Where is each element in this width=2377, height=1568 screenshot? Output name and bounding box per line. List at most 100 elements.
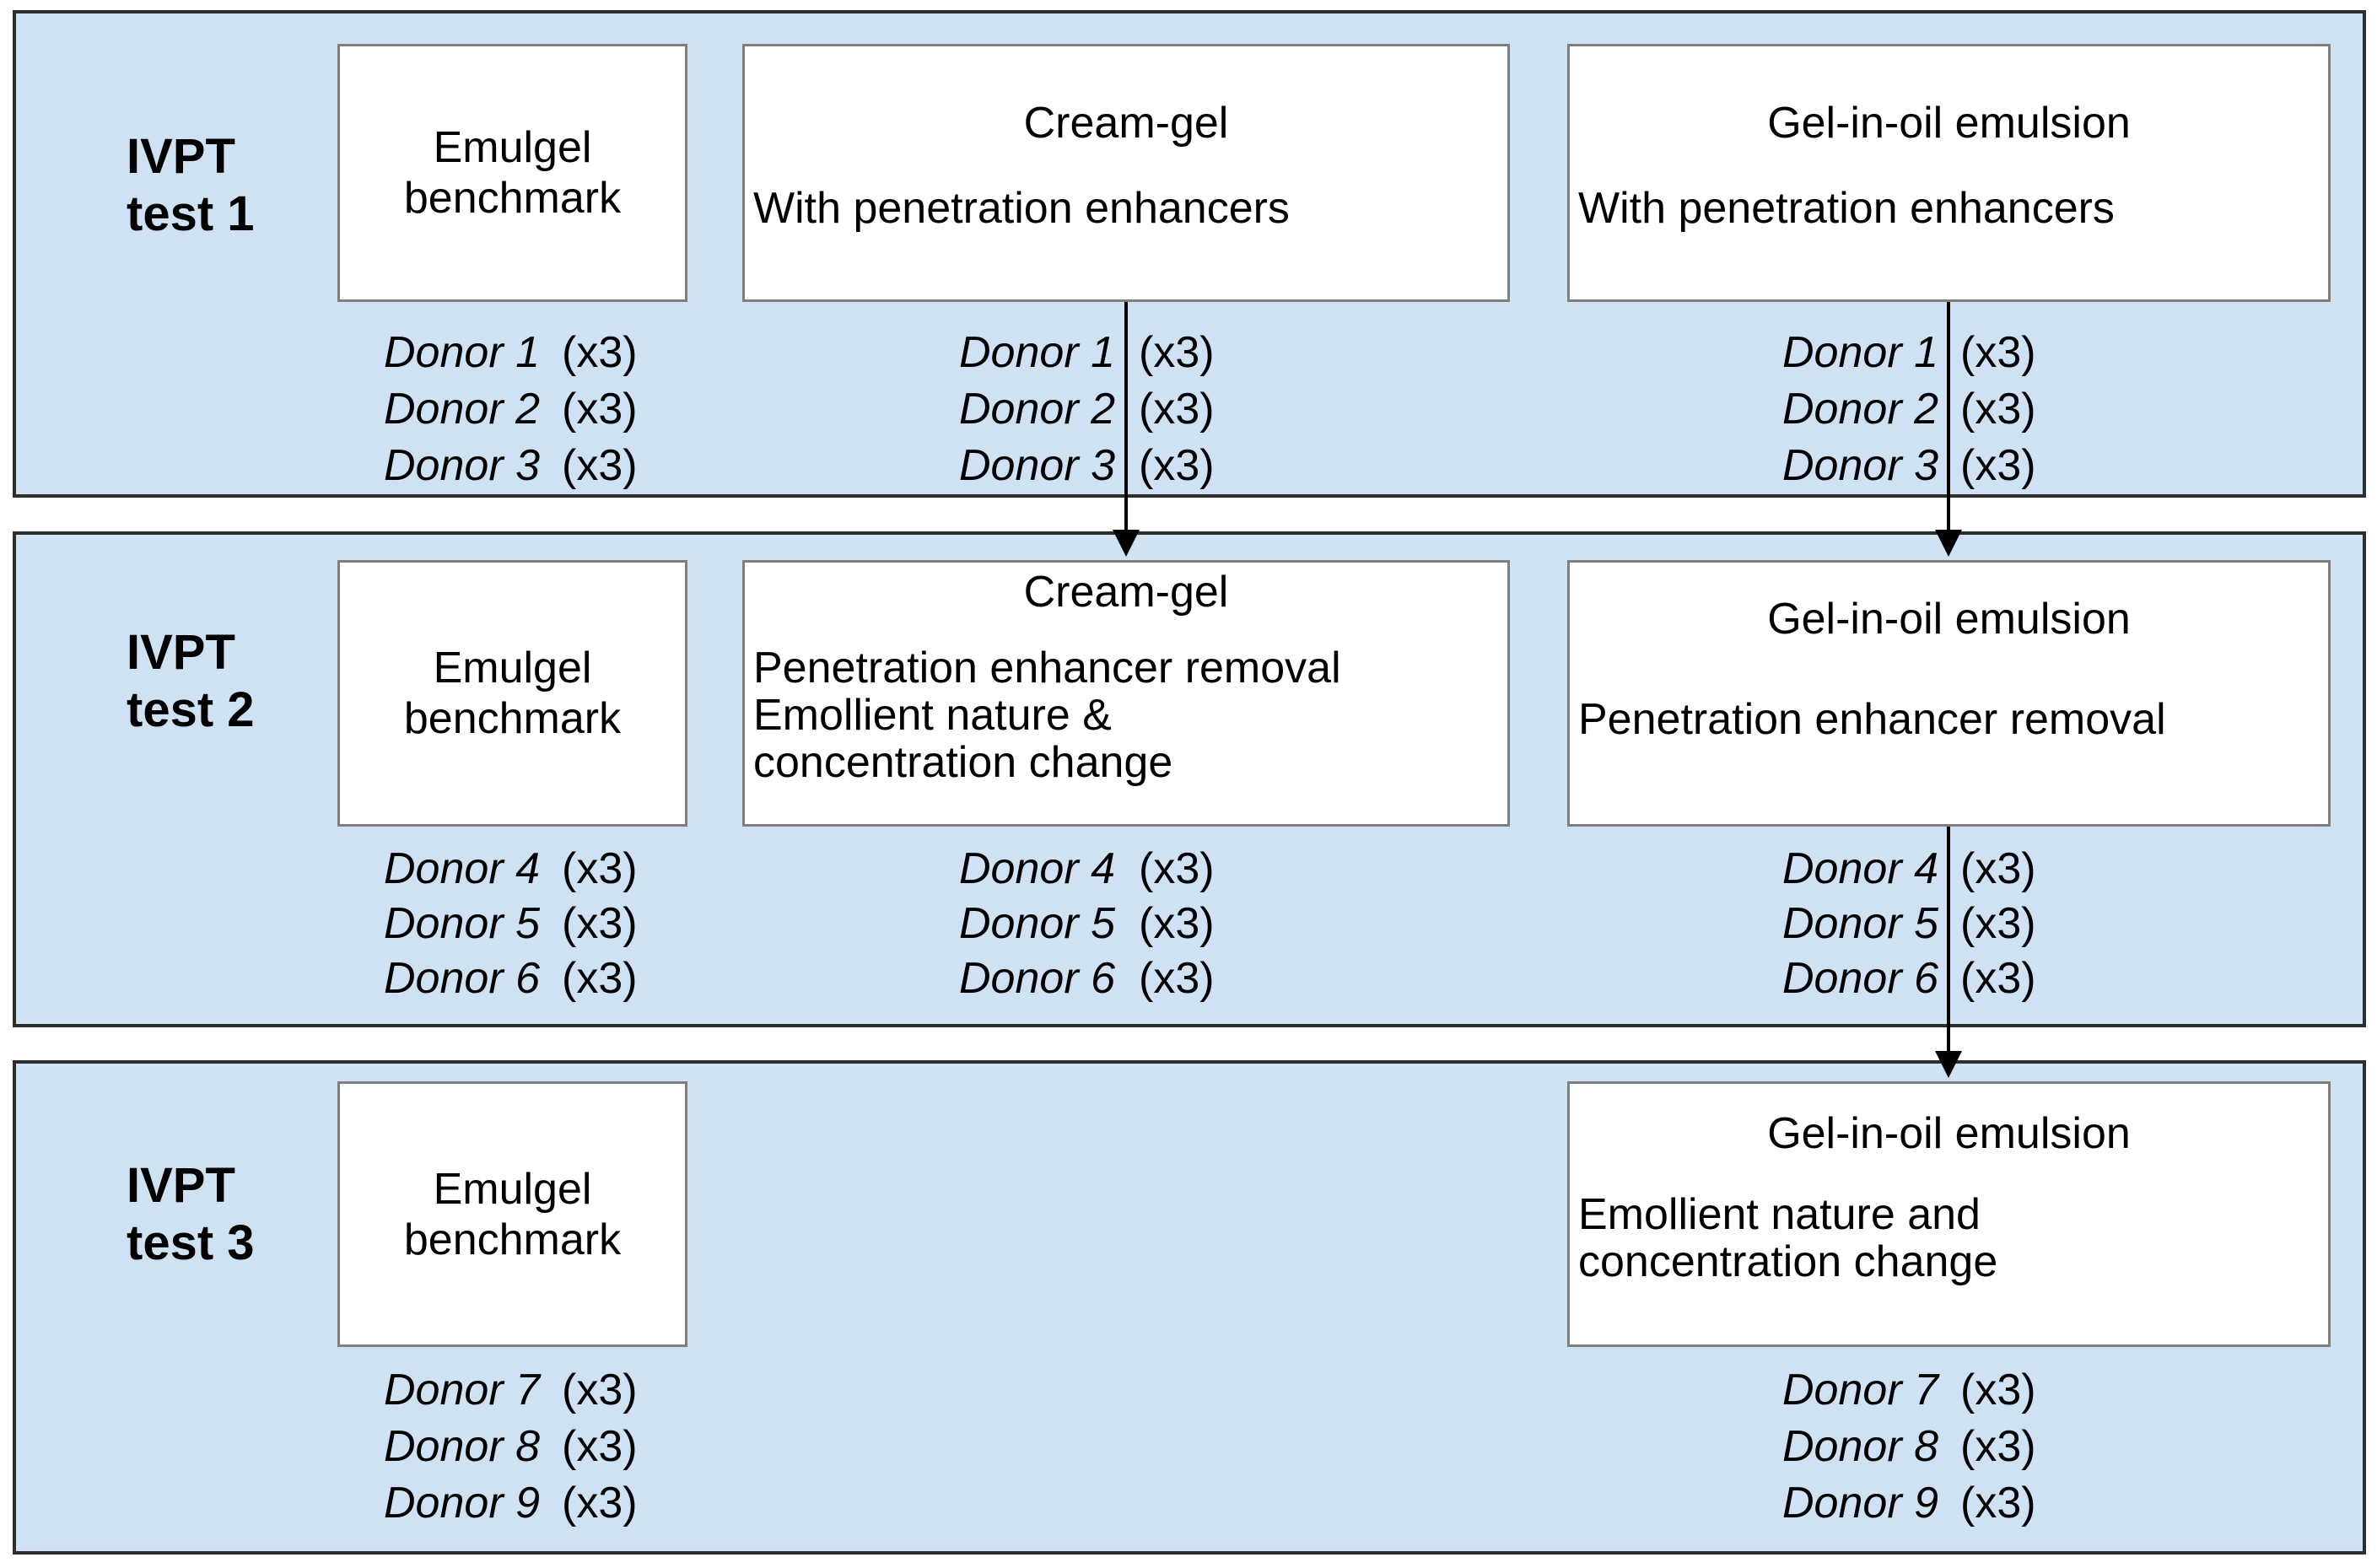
- donor-list-item: Donor 4 (x3): [253, 842, 638, 897]
- donor-replicates: (x3): [562, 385, 638, 434]
- donor-name: Donor 6: [959, 954, 1115, 1003]
- gel-in-oil-test2-desc: Penetration enhancer removal: [1578, 695, 2166, 744]
- arrow-down-icon: [1935, 1051, 1962, 1078]
- donor-list-item: Donor 8 (x3): [1649, 1419, 2036, 1475]
- donor-replicates: (x3): [1960, 1422, 2036, 1471]
- gel-in-oil-test1-desc: With penetration enhancers: [1578, 184, 2115, 233]
- donor-name: Donor 8: [384, 1422, 540, 1471]
- donor-list-test3-emulgel: Donor 7 (x3) Donor 8 (x3) Donor 9 (x3): [253, 1362, 638, 1532]
- cream-gel-test2-title: Cream-gel: [1023, 568, 1229, 617]
- box-emulgel-benchmark-test1: Emulgel benchmark: [337, 44, 687, 302]
- emulgel-test1-line2: benchmark: [403, 174, 622, 223]
- box-gel-in-oil-test3: Gel-in-oil emulsion Emollient nature and…: [1567, 1081, 2331, 1347]
- donor-replicates: (x3): [1139, 385, 1215, 434]
- donor-replicates: (x3): [562, 328, 638, 377]
- donor-list-item: Donor 8 (x3): [253, 1419, 638, 1475]
- donor-list-item: Donor 6(x3): [827, 951, 1215, 1006]
- donor-name: Donor 1: [959, 328, 1115, 377]
- donor-list-test1-cream-gel: Donor 1(x3) Donor 2 (x3) Donor 3 (x3): [827, 325, 1215, 494]
- donor-replicates: (x3): [1960, 328, 2036, 377]
- donor-list-item: Donor 5 (x3): [827, 897, 1215, 951]
- donor-list-item: Donor 1(x3): [1649, 325, 2036, 381]
- donor-list-item: Donor 2 (x3): [253, 381, 638, 438]
- flow-arrow-gel-in-oil-test1-to-test2-line: [1947, 302, 1950, 531]
- ivpt-test-3-label: IVPT test 3: [127, 1157, 396, 1272]
- donor-name: Donor 6: [384, 954, 540, 1003]
- cream-gel-test1-title: Cream-gel: [1023, 99, 1229, 148]
- box-cream-gel-test2: Cream-gel Penetration enhancer removal E…: [742, 560, 1510, 827]
- donor-name: Donor 9: [1782, 1479, 1938, 1528]
- donor-list-item: Donor 1(x3): [827, 325, 1215, 381]
- donor-replicates: (x3): [562, 954, 638, 1003]
- donor-list-item: Donor 2 (x3): [827, 381, 1215, 438]
- ivpt-test-2-label-line2: test 2: [127, 682, 255, 737]
- donor-list-test3-gel-in-oil: Donor 7(x3) Donor 8(x3) Donor 9(x3): [1649, 1362, 2036, 1532]
- donor-name: Donor 8: [1782, 1422, 1938, 1471]
- box-gel-in-oil-test1: Gel-in-oil emulsion With penetration enh…: [1567, 44, 2331, 302]
- donor-name: Donor 3: [959, 441, 1115, 490]
- donor-list-test2-gel-in-oil: Donor 4 (x3) Donor 5 (x3) Donor 6 (x3): [1649, 842, 2036, 1006]
- flow-arrow-cream-gel-test1-to-test2-line: [1124, 302, 1128, 531]
- donor-list-item: Donor 2(x3): [1649, 381, 2036, 438]
- donor-name: Donor 5: [959, 899, 1115, 948]
- box-emulgel-benchmark-test2: Emulgel benchmark: [337, 560, 687, 827]
- ivpt-test-1-label-line2: test 1: [127, 186, 255, 241]
- donor-list-item: Donor 1(x3): [253, 325, 638, 381]
- donor-list-item: Donor 3 (x3): [253, 438, 638, 494]
- donor-list-item: Donor 4 (x3): [827, 842, 1215, 897]
- emulgel-test3-line1: Emulgel: [433, 1164, 592, 1214]
- donor-list-item: Donor 7 (x3): [253, 1362, 638, 1419]
- donor-replicates: (x3): [562, 844, 638, 893]
- donor-replicates: (x3): [1960, 844, 2036, 893]
- donor-list-item: Donor 5 (x3): [1649, 897, 2036, 951]
- donor-replicates: (x3): [1139, 441, 1215, 490]
- donor-name: Donor 9: [384, 1479, 540, 1528]
- donor-replicates: (x3): [1139, 899, 1215, 948]
- donor-replicates: (x3): [562, 441, 638, 490]
- cream-gel-test2-desc-line2: Emollient nature &: [753, 691, 1112, 740]
- gel-in-oil-test3-desc-line1: Emollient nature and: [1578, 1190, 1981, 1239]
- box-gel-in-oil-test2: Gel-in-oil emulsion Penetration enhancer…: [1567, 560, 2331, 827]
- donor-name: Donor 4: [1782, 844, 1938, 893]
- emulgel-test2-line1: Emulgel: [433, 644, 592, 692]
- cream-gel-test2-desc-line3: concentration change: [753, 738, 1173, 787]
- donor-name: Donor 4: [384, 844, 540, 893]
- donor-list-item: Donor 5(x3): [253, 897, 638, 951]
- gel-in-oil-test1-title: Gel-in-oil emulsion: [1767, 99, 2131, 148]
- donor-list-test2-cream-gel: Donor 4 (x3) Donor 5 (x3) Donor 6(x3): [827, 842, 1215, 1006]
- donor-list-test2-emulgel: Donor 4 (x3) Donor 5(x3) Donor 6 (x3): [253, 842, 638, 1006]
- donor-name: Donor 2: [959, 385, 1115, 434]
- box-emulgel-benchmark-test3: Emulgel benchmark: [337, 1081, 687, 1347]
- donor-list-item: Donor 9 (x3): [253, 1475, 638, 1532]
- donor-name: Donor 3: [1782, 441, 1938, 490]
- donor-list-item: Donor 6 (x3): [253, 951, 638, 1006]
- donor-replicates: (x3): [1960, 1366, 2036, 1414]
- ivpt-test-2-label-line1: IVPT: [127, 625, 235, 680]
- donor-replicates: (x3): [1960, 954, 2036, 1003]
- donor-list-item: Donor 7(x3): [1649, 1362, 2036, 1419]
- donor-name: Donor 6: [1782, 954, 1938, 1003]
- donor-name: Donor 2: [384, 385, 540, 434]
- donor-list-item: Donor 9(x3): [1649, 1475, 2036, 1532]
- gel-in-oil-test3-title: Gel-in-oil emulsion: [1767, 1109, 2131, 1158]
- donor-replicates: (x3): [1960, 899, 2036, 948]
- ivpt-test-2-label: IVPT test 2: [127, 624, 396, 739]
- donor-replicates: (x3): [562, 1366, 638, 1414]
- donor-list-item: Donor 3 (x3): [1649, 438, 2036, 494]
- donor-replicates: (x3): [1960, 441, 2036, 490]
- donor-replicates: (x3): [562, 1479, 638, 1528]
- donor-name: Donor 3: [384, 441, 540, 490]
- donor-list-item: Donor 4 (x3): [1649, 842, 2036, 897]
- emulgel-test3-line2: benchmark: [403, 1215, 622, 1264]
- donor-name: Donor 7: [384, 1366, 540, 1414]
- box-cream-gel-test1: Cream-gel With penetration enhancers: [742, 44, 1510, 302]
- gel-in-oil-test2-title: Gel-in-oil emulsion: [1767, 595, 2131, 644]
- cream-gel-test2-desc-line1: Penetration enhancer removal: [753, 644, 1341, 692]
- donor-replicates: (x3): [562, 1422, 638, 1471]
- arrow-down-icon: [1935, 530, 1962, 557]
- donor-name: Donor 5: [1782, 899, 1938, 948]
- ivpt-test-1-label-line1: IVPT: [127, 129, 235, 184]
- donor-name: Donor 4: [959, 844, 1115, 893]
- donor-replicates: (x3): [1139, 844, 1215, 893]
